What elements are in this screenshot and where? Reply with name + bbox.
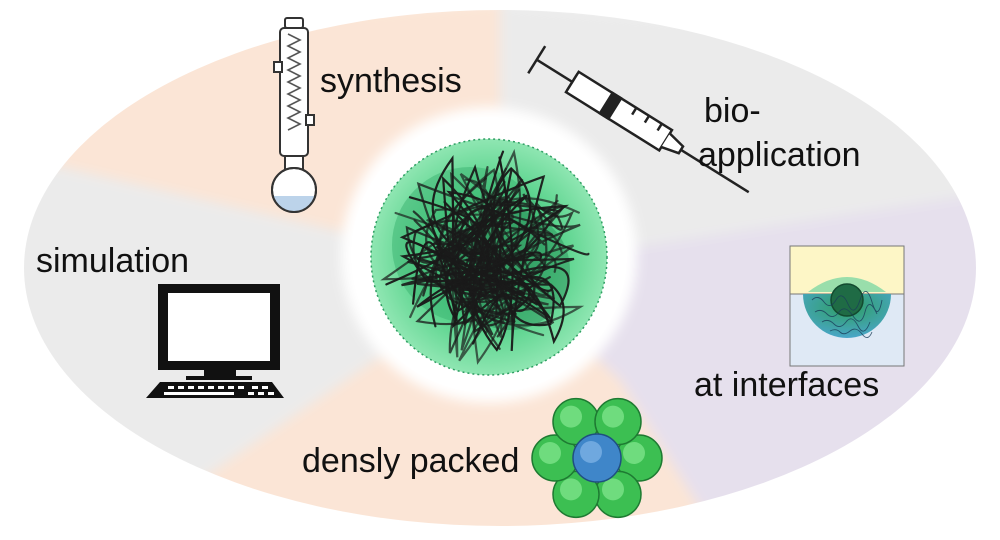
label-bio-line2: application [698, 136, 861, 174]
microgel-polymer-network-icon [370, 138, 608, 376]
label-bio-line1: bio- [704, 92, 761, 130]
interface-microgel-icon [789, 245, 905, 367]
syringe-icon [527, 45, 750, 194]
reflux-condenser-flask-icon [271, 17, 317, 213]
label-synthesis: synthesis [320, 62, 462, 100]
packed-microgels-icon [531, 397, 663, 519]
label-simulation: simulation [36, 242, 189, 280]
desktop-computer-icon [146, 284, 284, 398]
label-densly-packed: densly packed [302, 442, 519, 480]
label-at-interfaces: at interfaces [694, 366, 879, 404]
